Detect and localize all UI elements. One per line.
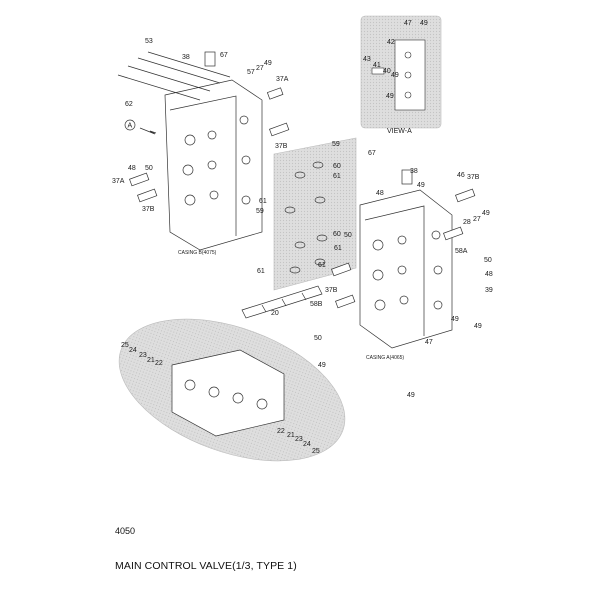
- part-callout: 61: [333, 173, 341, 180]
- part-callout: 61: [334, 245, 342, 252]
- part-callout: 37A: [276, 76, 289, 83]
- part-callout: 22: [277, 428, 285, 435]
- part-callout: 42: [387, 39, 395, 46]
- part-callout: 59: [332, 141, 340, 148]
- part-callout: 49: [482, 210, 490, 217]
- part-callout: 20: [271, 310, 279, 317]
- part-callout: 37B: [142, 206, 155, 213]
- part-callout: 25: [312, 448, 320, 455]
- fittings: [129, 51, 476, 309]
- casing-b-body: [164, 79, 263, 251]
- part-callout: 61: [259, 198, 267, 205]
- view-arrow-label: A: [128, 123, 133, 130]
- part-callout: 48: [128, 165, 136, 172]
- part-callout: 60: [333, 231, 341, 238]
- part-callout: 28: [463, 219, 471, 226]
- part-callout: 57: [247, 69, 255, 76]
- part-callout: 27: [256, 65, 264, 72]
- part-callout: 49: [417, 182, 425, 189]
- part-callout: 49: [451, 316, 459, 323]
- part-callout: 59: [256, 208, 264, 215]
- part-callout: 27: [473, 216, 481, 223]
- part-callout: 62: [125, 101, 133, 108]
- part-callout: 38: [182, 54, 190, 61]
- part-callout: 49: [474, 323, 482, 330]
- part-callout: 58A: [455, 248, 468, 255]
- seal-group-background: [273, 137, 357, 291]
- part-callout: 23: [295, 436, 303, 443]
- part-callout: 23: [139, 352, 147, 359]
- part-callout: 49: [420, 20, 428, 27]
- casing-b-label: CASING B(4075): [178, 250, 217, 256]
- detail-block: [171, 349, 285, 437]
- part-callout: 47: [404, 20, 412, 27]
- part-callout: 49: [318, 362, 326, 369]
- part-callout: 43: [363, 56, 371, 63]
- part-callout: 46: [457, 172, 465, 179]
- view-a-arrow: A: [124, 119, 157, 135]
- part-callout: 67: [368, 150, 376, 157]
- part-callout: 37B: [325, 287, 338, 294]
- part-callout: 47: [425, 339, 433, 346]
- part-callout: 67: [220, 52, 228, 59]
- part-callout: 58B: [310, 301, 323, 308]
- part-callout: 48: [485, 271, 493, 278]
- part-callout: 53: [145, 38, 153, 45]
- part-callout: 50: [314, 335, 322, 342]
- part-callout: 50: [344, 232, 352, 239]
- part-callout: 61: [257, 268, 265, 275]
- part-callout: 50: [484, 257, 492, 264]
- part-callout: 41: [373, 62, 381, 69]
- part-callout: 49: [391, 72, 399, 79]
- part-callout: 37B: [467, 174, 480, 181]
- part-callout: 38: [410, 168, 418, 175]
- part-callout: 25: [121, 342, 129, 349]
- part-callout: 21: [147, 357, 155, 364]
- casing-a-body: [359, 189, 453, 349]
- part-callout: 50: [145, 165, 153, 172]
- seal-rings: [284, 161, 328, 274]
- part-callout: 39: [485, 287, 493, 294]
- part-callout: 21: [287, 432, 295, 439]
- part-callout: 37A: [112, 178, 125, 185]
- page-number: 4050: [115, 526, 136, 536]
- part-callout: 49: [264, 60, 272, 67]
- view-a-parts: [371, 39, 426, 111]
- part-callout: 48: [376, 190, 384, 197]
- diagram-caption: MAIN CONTROL VALVE(1/3, TYPE 1): [115, 560, 297, 572]
- part-callout: 22: [155, 360, 163, 367]
- part-callout: 49: [386, 93, 394, 100]
- casing-a-label: CASING A(4065): [366, 355, 404, 361]
- casing-b-bolts: [117, 51, 231, 101]
- part-callout: 24: [129, 347, 137, 354]
- part-callout: 60: [333, 163, 341, 170]
- spool-part-20: [241, 285, 323, 319]
- part-callout: 40: [383, 68, 391, 75]
- part-callout: 49: [407, 392, 415, 399]
- part-callout: 61: [318, 262, 326, 269]
- part-callout: 24: [303, 441, 311, 448]
- view-a-title: VIEW-A: [387, 128, 412, 135]
- part-callout: 37B: [275, 143, 288, 150]
